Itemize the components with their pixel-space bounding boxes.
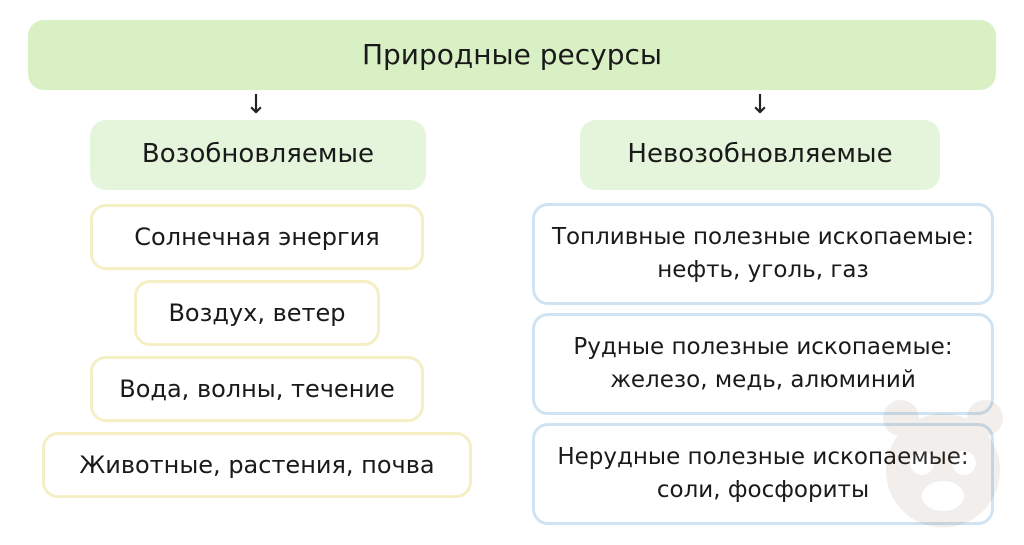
nonrenewable-item: Нерудные полезные ископаемые: соли, фосф… bbox=[532, 423, 994, 525]
nonrenewable-item: Рудные полезные ископаемые: железо, медь… bbox=[532, 313, 994, 415]
bear-logo-watermark bbox=[883, 400, 1003, 528]
renewable-item: Животные, растения, почва bbox=[42, 432, 472, 498]
nonrenewable-item: Топливные полезные ископаемые: нефть, уг… bbox=[532, 203, 994, 305]
diagram-title: Природные ресурсы bbox=[28, 20, 996, 90]
renewable-item: Солнечная энергия bbox=[90, 204, 424, 270]
arrow-to-nonrenewable: ↓ bbox=[749, 90, 771, 120]
category-renewable: Возобновляемые bbox=[90, 120, 426, 190]
renewable-item: Воздух, ветер bbox=[134, 280, 380, 346]
category-nonrenewable: Невозобновляемые bbox=[580, 120, 940, 190]
renewable-item: Вода, волны, течение bbox=[90, 356, 424, 422]
arrow-to-renewable: ↓ bbox=[245, 90, 267, 120]
